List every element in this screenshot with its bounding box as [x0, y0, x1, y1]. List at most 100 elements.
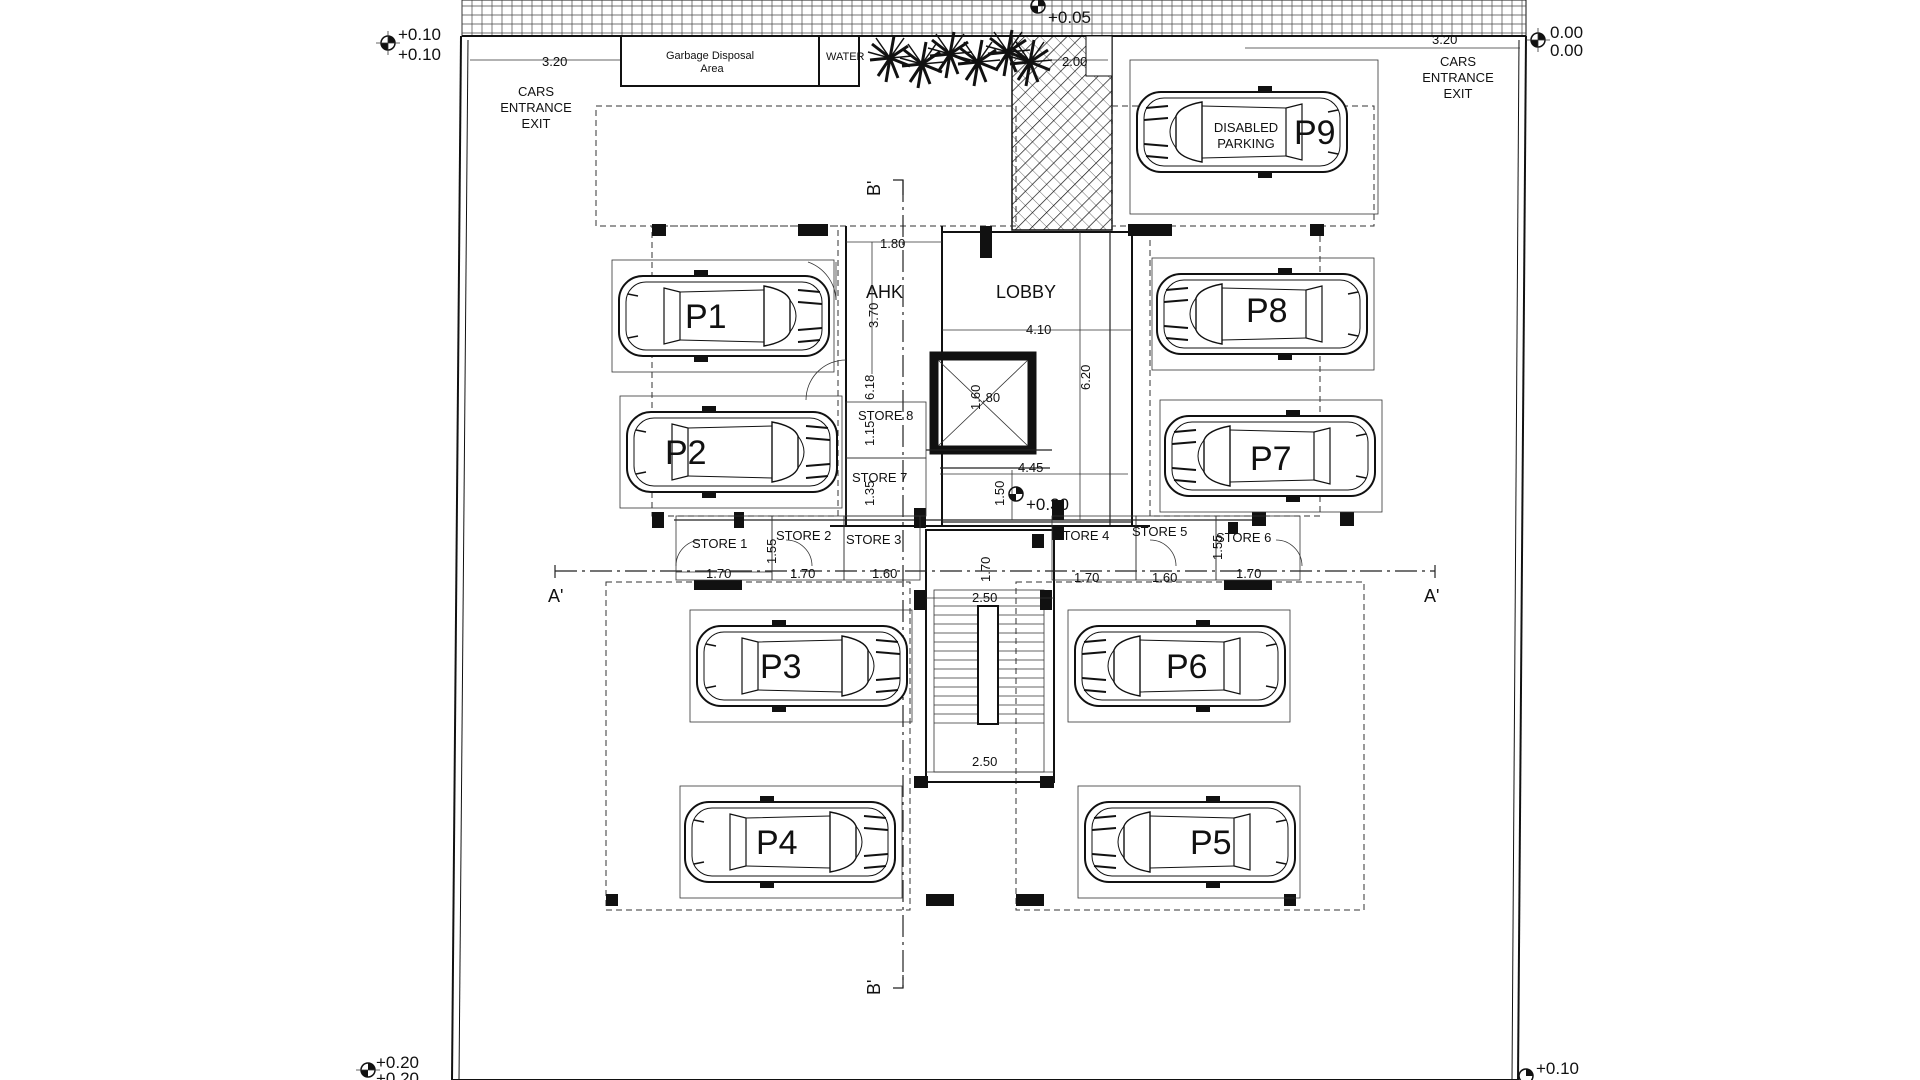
column [1284, 894, 1296, 906]
dim-250-top: 2.50 [972, 590, 997, 605]
dim-618: 6.18 [862, 375, 877, 400]
parking-label-p3: P3 [760, 648, 802, 686]
parking-label-p8: P8 [1246, 292, 1288, 330]
dim-160-store5: 1.60 [1152, 570, 1177, 585]
dim-170-store2: 1.70 [790, 566, 815, 581]
parking-label-p6: P6 [1166, 648, 1208, 686]
dim-155-store1: 1.55 [764, 539, 779, 564]
column [734, 512, 744, 528]
dim-410: 4.10 [1026, 322, 1051, 337]
entrance-left-3: EXIT [522, 116, 551, 131]
parking-label-p7: P7 [1250, 440, 1292, 478]
water-area: WATER [818, 35, 865, 87]
dim-620: 6.20 [1078, 365, 1093, 390]
dim-370: 3.70 [866, 303, 881, 328]
level-lobby: +0.30 [1026, 495, 1069, 514]
building-core [674, 226, 1256, 783]
entrance-left-2: ENTRANCE [500, 100, 572, 115]
section-axes: A' A' B' B' [548, 179, 1439, 995]
ahk-label: AHK [866, 282, 903, 302]
dim-170-store6: 1.70 [1236, 566, 1261, 581]
column [1228, 522, 1238, 534]
column [1224, 580, 1272, 590]
level-top-right-2: 0.00 [1550, 41, 1583, 60]
column [1128, 224, 1172, 236]
parking-bays [611, 59, 1383, 899]
entrance-right-3: EXIT [1444, 86, 1473, 101]
store-8-label: STORE 8 [858, 408, 913, 423]
store-2-label: STORE 2 [776, 528, 831, 543]
dim-170-store1: 1.70 [706, 566, 731, 581]
fence-hatch [461, 0, 1526, 36]
dim-135: 1.35 [862, 481, 877, 506]
dimension-lines [470, 47, 1520, 773]
dim-155-store6: 1.55 [1210, 535, 1225, 560]
column [652, 224, 666, 236]
store-1-label: STORE 1 [692, 536, 747, 551]
column [694, 580, 742, 590]
dim-160-lift: 1.60 [968, 385, 983, 410]
level-marker-icon [376, 31, 400, 55]
column [1052, 526, 1064, 540]
parking-label-p9: P9 [1294, 114, 1336, 152]
column [798, 224, 828, 236]
column [980, 226, 992, 258]
store-4-label: STORE 4 [1054, 528, 1109, 543]
garbage-area: Garbage Disposal Area [620, 35, 820, 87]
level-top-right-1: 0.00 [1550, 23, 1583, 42]
column [1040, 590, 1052, 610]
car-p3 [696, 619, 908, 713]
level-top-left-1: +0.10 [398, 25, 441, 44]
water-label: WATER [826, 51, 865, 63]
level-bottom-right: +0.10 [1536, 1059, 1579, 1078]
column [926, 894, 954, 906]
store-rooms [675, 261, 1303, 581]
level-marker-icon [1008, 486, 1024, 502]
section-b-bottom: B' [864, 980, 884, 995]
column [1032, 534, 1044, 548]
dim-170-vertical: 1.70 [978, 557, 993, 582]
column [1252, 512, 1266, 526]
column [1052, 500, 1064, 520]
parking-label-p5: P5 [1190, 824, 1232, 862]
level-marker-icon [1030, 0, 1046, 14]
level-marker-icon [1526, 28, 1550, 52]
column [652, 512, 664, 528]
disabled-label-1: DISABLED [1214, 120, 1278, 135]
column [1016, 894, 1044, 906]
dim-170-store4: 1.70 [1074, 570, 1099, 585]
dim-250-bottom: 2.50 [972, 754, 997, 769]
column [914, 590, 926, 610]
parking-label-p4: P4 [756, 824, 798, 862]
entrance-right-2: ENTRANCE [1422, 70, 1494, 85]
structural-columns [606, 224, 1354, 906]
level-top-center: +0.05 [1048, 8, 1091, 27]
column [1040, 776, 1054, 788]
store-5-label: STORE 5 [1132, 524, 1187, 539]
section-b-top: B' [864, 181, 884, 196]
column [1310, 224, 1322, 236]
dim-115: 1.15 [862, 421, 877, 446]
section-a-left: A' [548, 586, 563, 606]
level-bottom-left-1: +0.20 [376, 1053, 419, 1072]
dim-80: .80 [982, 390, 1000, 405]
store-3-label: STORE 3 [846, 532, 901, 547]
column [1340, 512, 1354, 526]
dim-200: 2.00 [1062, 54, 1087, 69]
column [606, 894, 618, 906]
parking-label-p2: P2 [665, 434, 707, 472]
stair-treads [934, 605, 1044, 724]
level-top-left-2: +0.10 [398, 45, 441, 64]
dim-445: 4.45 [1018, 460, 1043, 475]
store-7-label: STORE 7 [852, 470, 907, 485]
dim-180: 1.80 [880, 236, 905, 251]
site-boundary [451, 0, 1527, 1080]
dim-150: 1.50 [992, 481, 1007, 506]
level-markers [356, 0, 1550, 1080]
paved-ramp [1011, 35, 1113, 231]
entrance-right-1: CARS [1440, 54, 1476, 69]
dim-320-right: 3.20 [1432, 32, 1457, 47]
disabled-label-2: PARKING [1217, 136, 1275, 151]
dim-160-store3: 1.60 [872, 566, 897, 581]
